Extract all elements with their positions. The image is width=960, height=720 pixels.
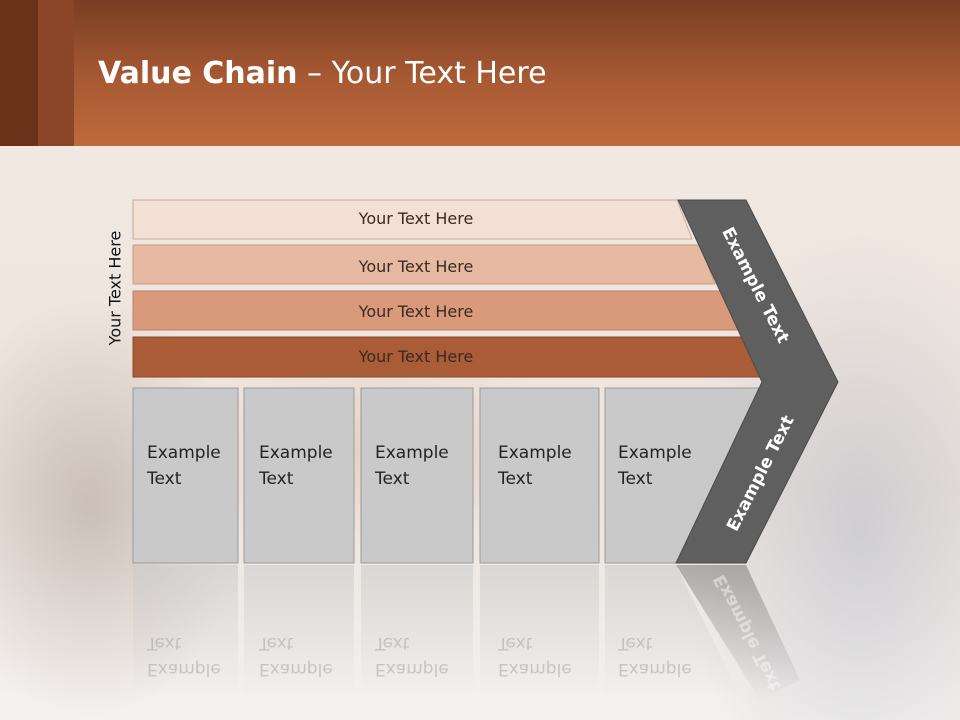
column-3 xyxy=(360,387,474,564)
column-3-text-reflection: Example Text xyxy=(375,630,449,682)
column-2-line2: Text xyxy=(259,469,294,489)
column-4-line1-reflection: Example xyxy=(498,659,572,679)
column-4-line1: Example xyxy=(498,443,572,463)
column-3-line2: Text xyxy=(375,469,410,489)
bar-2 xyxy=(132,244,716,285)
column-1-text-reflection: Example Text xyxy=(147,630,221,682)
column-5-line1: Example xyxy=(618,443,692,463)
header-band: Value Chain – Your Text Here xyxy=(0,0,960,146)
title-rest: – Your Text Here xyxy=(297,56,547,91)
column-2-line1-reflection: Example xyxy=(259,659,333,679)
page-title: Value Chain – Your Text Here xyxy=(98,56,547,91)
column-2-line2-reflection: Text xyxy=(259,633,294,653)
column-2-line1: Example xyxy=(259,443,333,463)
column-1-line2: Text xyxy=(147,469,182,489)
column-3-line1: Example xyxy=(375,443,449,463)
title-bold: Value Chain xyxy=(98,56,298,91)
column-2-reflection xyxy=(244,565,354,695)
column-3-reflection xyxy=(361,565,473,695)
column-2 xyxy=(243,387,355,564)
chevron-arrow-reflection xyxy=(676,565,800,700)
column-2-text-reflection: Example Text xyxy=(259,630,333,682)
column-5-reflection xyxy=(605,565,740,695)
bar-1-label: Your Text Here xyxy=(358,209,474,228)
column-5-line2-reflection: Text xyxy=(618,633,653,653)
column-4-line2: Text xyxy=(498,469,533,489)
column-4-line2-reflection: Text xyxy=(498,633,533,653)
column-5-line1-reflection: Example xyxy=(618,659,692,679)
header-accent-strip-2 xyxy=(38,0,74,146)
column-5-text-reflection: Example Text xyxy=(618,630,692,682)
column-1-reflection xyxy=(133,565,238,695)
column-1-line2-reflection: Text xyxy=(147,633,182,653)
bar-1 xyxy=(132,199,693,240)
column-1 xyxy=(132,387,239,564)
column-4-text-reflection: Example Text xyxy=(498,630,572,682)
column-1-line1-reflection: Example xyxy=(147,659,221,679)
header-accent-strip xyxy=(0,0,38,146)
column-4 xyxy=(479,387,600,564)
column-5-line2: Text xyxy=(618,469,653,489)
chevron-arrow xyxy=(675,199,839,564)
bar-4-label: Your Text Here xyxy=(358,347,474,366)
column-1-line1: Example xyxy=(147,443,221,463)
bar-3-label: Your Text Here xyxy=(358,302,474,321)
bar-2-label: Your Text Here xyxy=(358,257,474,276)
column-3-line2-reflection: Text xyxy=(375,633,410,653)
column-3-line1-reflection: Example xyxy=(375,659,449,679)
column-4-reflection xyxy=(480,565,599,695)
